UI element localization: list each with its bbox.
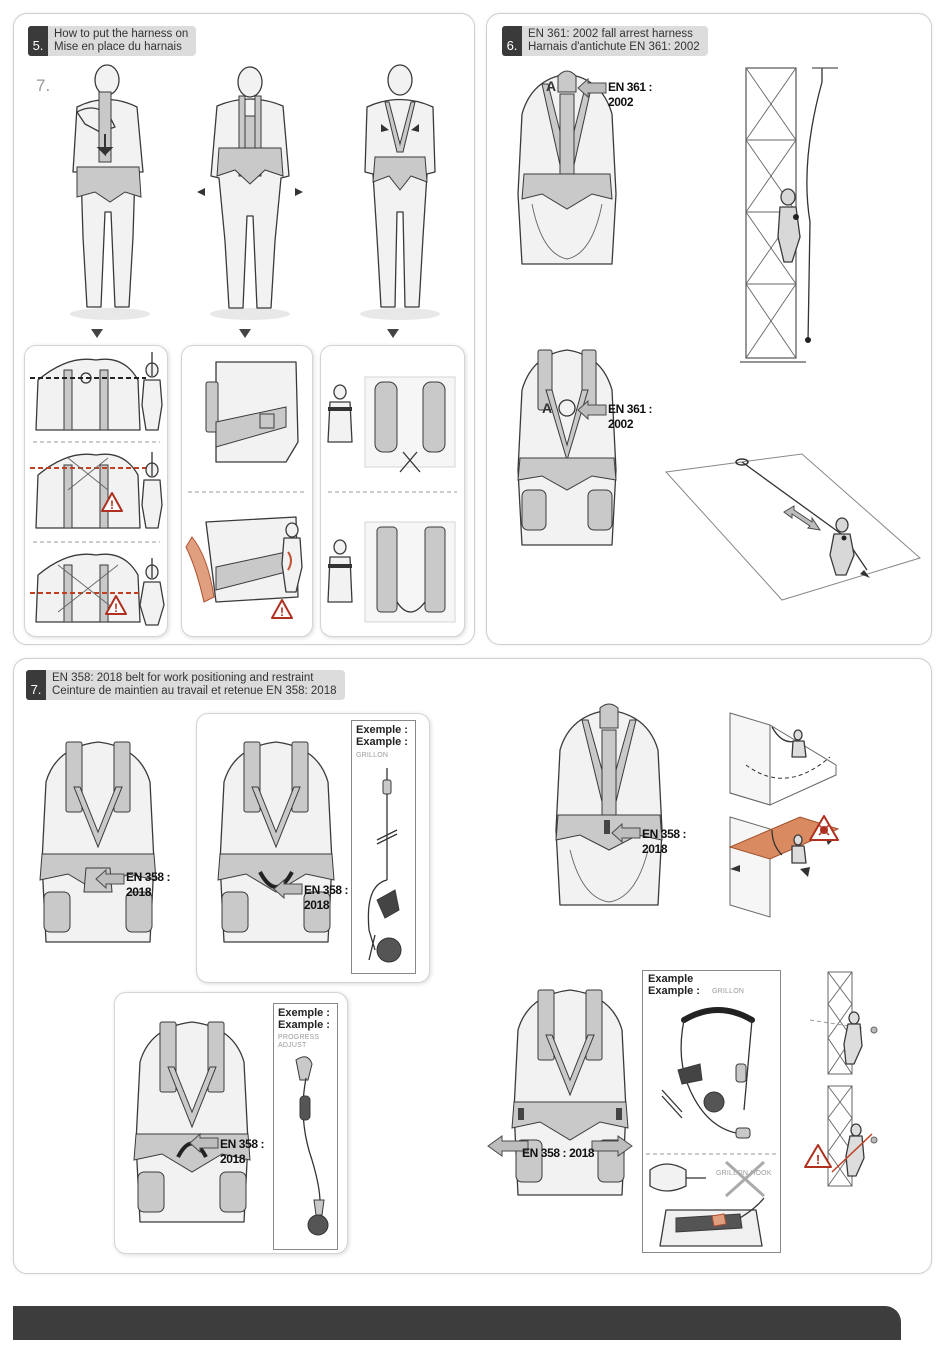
caption-line: 2018 bbox=[126, 885, 152, 899]
pointer-arrow bbox=[273, 878, 303, 900]
section-number: 7. bbox=[26, 670, 46, 700]
pylon-fall-arrest-scene bbox=[740, 67, 838, 363]
en358-caption: EN 358 : 2018 bbox=[304, 883, 349, 913]
warning-icon: ! bbox=[101, 492, 123, 512]
caption-line: 2002 bbox=[608, 417, 634, 431]
example-label-en: Example : bbox=[648, 985, 700, 997]
section-title-fr: Mise en place du harnais bbox=[54, 41, 182, 53]
en358-caption: EN 358 : 2018 bbox=[522, 1146, 595, 1160]
warning-icon: ! bbox=[804, 1144, 832, 1168]
harness-front-lateral bbox=[511, 989, 629, 1196]
warning-icon: ! bbox=[105, 595, 127, 615]
warning-symbol: ! bbox=[816, 1152, 820, 1167]
label-a: A bbox=[546, 78, 557, 94]
section-6-header: 6. EN 361: 2002 fall arrest harness Harn… bbox=[502, 26, 708, 56]
en358-caption: EN 358 : 2018 bbox=[642, 827, 687, 857]
product-name: GRILLON bbox=[712, 988, 745, 995]
caption-line: EN 358 : bbox=[304, 883, 349, 897]
lanyard-restraint-scene bbox=[664, 453, 922, 601]
pointer-arrow bbox=[577, 77, 607, 99]
example-label: Exemple : Example : bbox=[356, 724, 408, 748]
harness-front-sternal bbox=[133, 1021, 251, 1223]
section-title: EN 358: 2018 belt for work positioning a… bbox=[46, 670, 345, 700]
pointer-arrow bbox=[189, 1132, 219, 1154]
en361-caption: EN 361 : 2002 bbox=[608, 80, 653, 110]
example-label-en: Example : bbox=[356, 736, 408, 748]
label-a: A bbox=[542, 400, 553, 416]
grillon-belt-lanyard-illustration bbox=[661, 1007, 755, 1139]
section-5-header: 5. How to put the harness on Mise en pla… bbox=[28, 26, 197, 56]
restraint-roof-scene bbox=[728, 712, 840, 918]
section-title-fr: Harnais d'antichute EN 361: 2002 bbox=[528, 41, 700, 53]
harness-front-ventral bbox=[39, 741, 157, 943]
example-label: Example Example : bbox=[648, 973, 700, 997]
caption-line: EN 361 : bbox=[608, 80, 653, 94]
section-title-en: EN 358: 2018 belt for work positioning a… bbox=[52, 672, 314, 684]
step-arrow-down bbox=[91, 329, 103, 338]
side-arrows bbox=[487, 1135, 633, 1157]
caption-line: 2018 bbox=[220, 1152, 246, 1166]
divider-dashed bbox=[646, 1153, 778, 1155]
caption-line: EN 358 : bbox=[126, 870, 171, 884]
example-label-fr: Example bbox=[648, 973, 694, 985]
harness-back-view bbox=[517, 70, 617, 265]
section-title: EN 361: 2002 fall arrest harness Harnais… bbox=[522, 26, 708, 56]
warning-symbol: ! bbox=[114, 601, 118, 615]
section-number: 5. bbox=[28, 26, 48, 56]
example-label-fr: Exemple : bbox=[278, 1007, 330, 1019]
section-title-en: How to put the harness on bbox=[54, 28, 189, 40]
harness-front-ventral-ring bbox=[217, 741, 335, 943]
step-number: 7. bbox=[36, 76, 51, 95]
progress-adjust-illustration bbox=[295, 1056, 329, 1236]
harness-front-view bbox=[517, 349, 617, 546]
example-label-fr: Exemple : bbox=[356, 724, 408, 736]
figure-putting-on-2 bbox=[197, 66, 303, 320]
product-name: PROGRESS ADJUST bbox=[278, 1034, 320, 1049]
section-title: How to put the harness on Mise en place … bbox=[48, 26, 197, 56]
grillon-hook-illustration bbox=[649, 1160, 766, 1247]
danger-warning-icon bbox=[809, 815, 839, 841]
caption-line: EN 361 : bbox=[608, 402, 653, 416]
caption-line: 2018 bbox=[304, 898, 330, 912]
section-7-header: 7. EN 358: 2018 belt for work positionin… bbox=[26, 670, 345, 700]
example-box-progress bbox=[273, 1003, 338, 1250]
harness-back-lateral bbox=[555, 703, 663, 906]
example-box-grillon bbox=[351, 720, 416, 974]
step-arrow-down bbox=[387, 329, 399, 338]
section-title-en: EN 361: 2002 fall arrest harness bbox=[528, 28, 693, 40]
caption-line: 2002 bbox=[608, 95, 634, 109]
figure-putting-on-3 bbox=[360, 64, 440, 320]
product-name: GRILLON bbox=[356, 752, 389, 759]
caption-line: EN 358 : bbox=[642, 827, 687, 841]
waist-belt-illustrations bbox=[185, 361, 304, 603]
sternal-adjustment-illustrations bbox=[30, 352, 165, 626]
leg-loop-illustrations bbox=[327, 376, 457, 623]
caption-line: EN 358 : bbox=[220, 1137, 265, 1151]
pylon-positioning-scene bbox=[809, 971, 878, 1187]
en358-caption: EN 358 : 2018 bbox=[220, 1137, 265, 1167]
example-label: Exemple : Example : bbox=[278, 1007, 330, 1031]
pointer-arrow bbox=[577, 399, 607, 421]
figure-putting-on-1 bbox=[70, 64, 150, 320]
en361-caption: EN 361 : 2002 bbox=[608, 402, 653, 432]
section-number: 6. bbox=[502, 26, 522, 56]
warning-symbol: ! bbox=[280, 605, 284, 619]
pointer-arrow bbox=[95, 868, 125, 890]
grillon-lanyard-illustration bbox=[367, 768, 402, 963]
product-name-hook: GRILLON HOOK bbox=[716, 1170, 772, 1177]
step-arrow-down bbox=[239, 329, 251, 338]
warning-symbol: ! bbox=[110, 498, 114, 512]
section-title-fr: Ceinture de maintien au travail et reten… bbox=[52, 685, 337, 697]
pointer-arrow bbox=[611, 822, 641, 844]
en358-caption: EN 358 : 2018 bbox=[126, 870, 171, 900]
example-label-en: Example : bbox=[278, 1019, 330, 1031]
footer-bar bbox=[13, 1306, 901, 1340]
caption-line: 2018 bbox=[642, 842, 668, 856]
warning-icon: ! bbox=[271, 599, 293, 619]
